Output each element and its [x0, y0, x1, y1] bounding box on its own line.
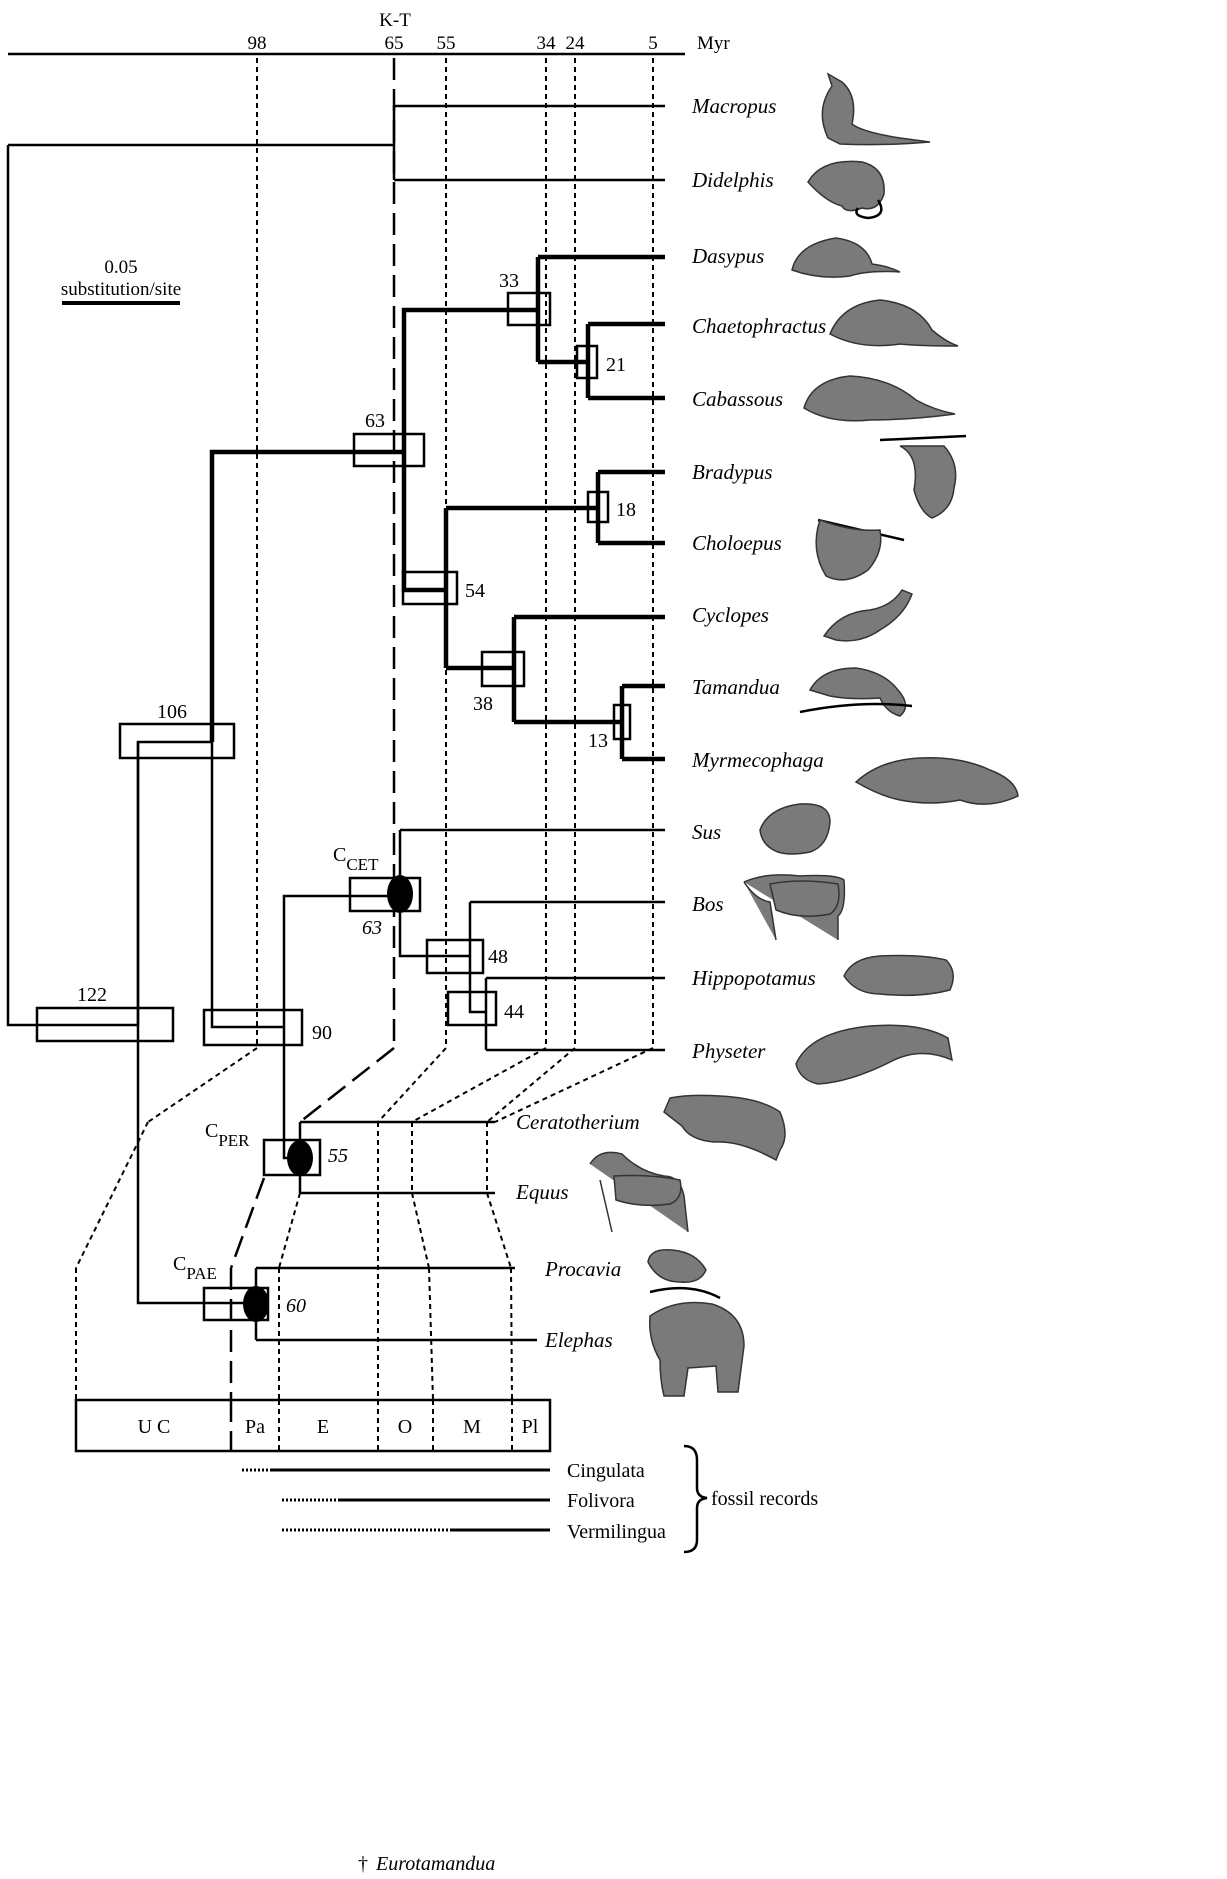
myrmecophaga-illustration: [856, 758, 1018, 804]
equus-illustration: [590, 1152, 688, 1232]
time-axis: K-T 98 65 55 34 24 5 Myr: [8, 10, 730, 54]
node-age-48: 48: [488, 946, 508, 968]
calibration-marker-pae: [243, 1286, 269, 1322]
calibration-age-per: 55: [328, 1145, 348, 1167]
calibration-c-pae: C: [173, 1253, 186, 1275]
taxon-equus: Equus: [515, 1180, 569, 1204]
tick-65: 65: [385, 33, 404, 54]
calibration-age-cet: 63: [362, 917, 382, 939]
chaetophractus-illustration: [830, 300, 958, 346]
taxon-chaetophractus: Chaetophractus: [692, 314, 826, 338]
svg-text:CPER: CPER: [205, 1120, 250, 1150]
sus-illustration: [760, 804, 830, 854]
node-age-33: 33: [499, 270, 519, 292]
node-age-106: 106: [157, 701, 187, 723]
tamandua-illustration: [800, 668, 912, 716]
taxon-physeter: Physeter: [691, 1039, 766, 1063]
period-paleocene: Pa: [245, 1416, 265, 1438]
taxon-bos: Bos: [692, 892, 724, 916]
svg-text:CPAE: CPAE: [173, 1253, 217, 1283]
taxon-ceratotherium: Ceratotherium: [516, 1110, 640, 1134]
node-age-13: 13: [588, 730, 608, 752]
taxon-cyclopes: Cyclopes: [692, 603, 769, 627]
node-age-38: 38: [473, 693, 493, 715]
tree-branches-xenarthra: [212, 257, 665, 759]
axis-unit: Myr: [697, 33, 730, 54]
taxon-choloepus: Choloepus: [692, 531, 782, 555]
fossil-records-label: fossil records: [711, 1488, 818, 1510]
time-guides: [257, 58, 653, 1048]
fossil-brace: [684, 1446, 707, 1552]
node-age-44: 44: [504, 1001, 524, 1023]
calibration-c-cet: C: [333, 844, 346, 866]
period-upper-cretaceous: U C: [138, 1416, 171, 1438]
taxon-bradypus: Bradypus: [692, 460, 773, 484]
tick-55: 55: [437, 33, 456, 54]
scale-bar: 0.05 substitution/site: [61, 257, 181, 303]
ceratotherium-illustration: [664, 1095, 785, 1160]
tick-34: 34: [537, 33, 557, 54]
node-age-54: 54: [465, 580, 485, 602]
svg-text:CCET: CCET: [333, 844, 379, 874]
fossil-vermilingua: Vermilingua: [567, 1521, 666, 1543]
calibration-marker-cet: [387, 875, 413, 913]
dasypus-illustration: [792, 238, 900, 277]
taxon-hippopotamus: Hippopotamus: [691, 966, 816, 990]
svg-text:†Eurotamandua: † Eurotamandua: [358, 1853, 495, 1875]
calibration-sub-per: PER: [218, 1131, 250, 1150]
node-age-21: 21: [606, 354, 626, 376]
procavia-illustration: [648, 1250, 720, 1298]
taxon-elephas: Elephas: [544, 1328, 613, 1352]
taxon-dasypus: Dasypus: [691, 244, 764, 268]
bradypus-illustration: [880, 436, 966, 518]
taxon-didelphis: Didelphis: [691, 168, 774, 192]
scale-bar-label: substitution/site: [61, 279, 181, 300]
taxon-macropus: Macropus: [691, 94, 776, 118]
fossil-cingulata: Cingulata: [567, 1460, 645, 1482]
physeter-illustration: [796, 1025, 952, 1084]
animal-illustrations: [590, 74, 1018, 1396]
node-ages: 122 106 90 63 33 21 54 18 38 13 48 44: [77, 270, 636, 1044]
period-miocene: M: [463, 1416, 481, 1438]
calibration-age-pae: 60: [286, 1295, 306, 1317]
taxon-procavia: Procavia: [544, 1257, 621, 1281]
taxon-cabassous: Cabassous: [692, 387, 783, 411]
taxon-sus: Sus: [692, 820, 721, 844]
tick-5: 5: [648, 33, 658, 54]
node-age-18: 18: [616, 499, 636, 521]
period-eocene: E: [317, 1416, 329, 1438]
node-age-122: 122: [77, 984, 107, 1006]
calibration-per: CPER 55: [205, 1120, 348, 1176]
bos-illustration: [744, 875, 844, 940]
macropus-illustration: [822, 74, 930, 145]
fossil-records: Cingulata Folivora Vermilingua fossil re…: [242, 1446, 818, 1875]
calibration-sub-cet: CET: [346, 855, 379, 874]
didelphis-illustration: [808, 161, 884, 218]
elephas-illustration: [650, 1303, 744, 1397]
tick-98: 98: [248, 33, 267, 54]
kt-label: K-T: [379, 10, 411, 31]
node-age-63: 63: [365, 410, 385, 432]
taxon-myrmecophaga: Myrmecophaga: [691, 748, 824, 772]
period-bar: U C Pa E O M Pl: [76, 1400, 550, 1451]
tick-24: 24: [566, 33, 586, 54]
cabassous-illustration: [804, 376, 955, 421]
period-oligocene: O: [398, 1416, 412, 1438]
choloepus-illustration: [816, 520, 904, 580]
footnote-taxon: Eurotamandua: [375, 1853, 495, 1875]
footnote-dagger: †: [358, 1853, 368, 1875]
scale-bar-value: 0.05: [104, 257, 137, 278]
hippopotamus-illustration: [844, 956, 953, 996]
taxon-tamandua: Tamandua: [692, 675, 780, 699]
cyclopes-illustration: [824, 590, 912, 641]
fossil-folivora: Folivora: [567, 1490, 635, 1512]
node-age-90: 90: [312, 1022, 332, 1044]
period-pliocene: Pl: [522, 1416, 539, 1438]
calibration-marker-per: [287, 1140, 313, 1176]
calibration-c-per: C: [205, 1120, 218, 1142]
calibration-sub-pae: PAE: [186, 1264, 217, 1283]
